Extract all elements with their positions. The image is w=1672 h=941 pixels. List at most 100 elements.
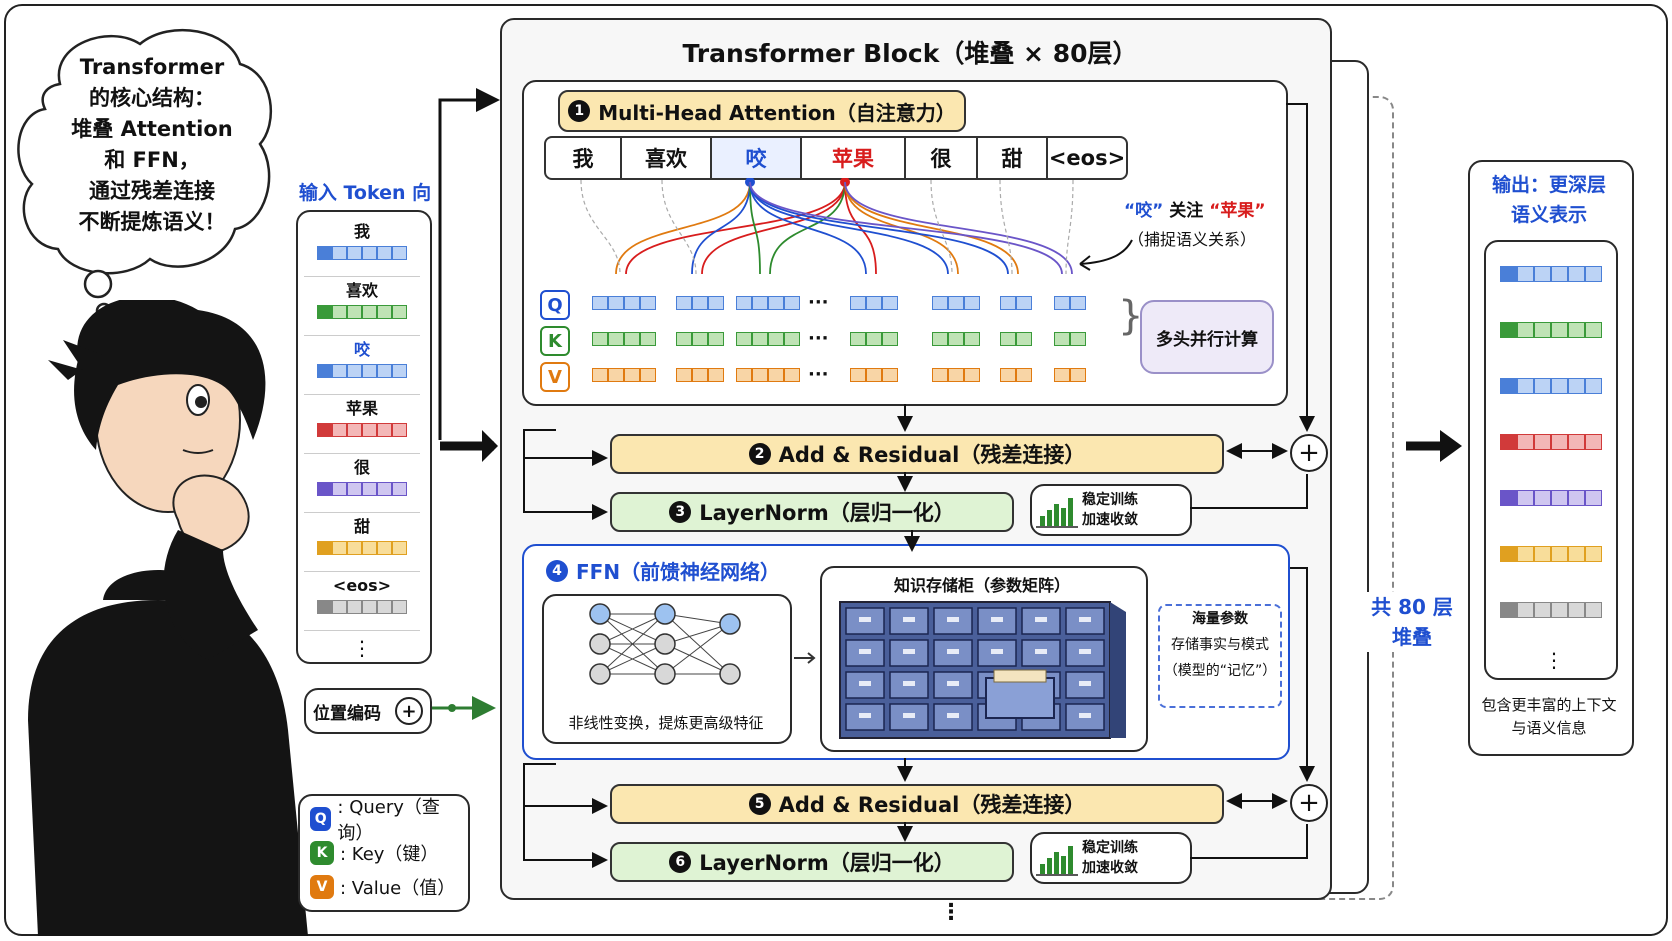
output-title: 输出：更深层 语义表示 xyxy=(1468,170,1630,230)
q-vector-1 xyxy=(676,296,724,310)
stack-line2: 堆叠 xyxy=(1392,625,1432,649)
v-vector-4 xyxy=(932,368,980,382)
mha-token-0: 我 xyxy=(546,138,622,178)
bubble-line-4: 通过残差连接 xyxy=(89,179,215,203)
nn-node xyxy=(654,603,676,625)
drawer-handle xyxy=(947,713,959,718)
input-token-4: 很 xyxy=(304,454,420,513)
qkv-legend: Q: Query（查询）K: Key（键）V: Value（值） xyxy=(298,794,470,912)
nn-node xyxy=(719,613,741,635)
annotation-attends: 关注 xyxy=(1169,201,1204,221)
outer-frame xyxy=(4,4,1668,936)
mha-step-number: 1 xyxy=(568,100,591,122)
attention-arc xyxy=(749,181,1009,275)
position-add-icon: + xyxy=(395,697,423,725)
legend-text: : Query（查询） xyxy=(337,797,440,844)
input-token-panel xyxy=(296,210,432,664)
attention-arc xyxy=(749,181,949,275)
input-token-vector xyxy=(317,246,407,260)
q-vector-0 xyxy=(592,296,656,310)
drawer-handle xyxy=(947,681,959,686)
nn-edge xyxy=(664,623,731,675)
output-vector-row-5 xyxy=(1496,546,1606,602)
output-caption-line1: 包含更丰富的上下文 xyxy=(1481,696,1617,714)
mha-token-4: 很 xyxy=(906,138,978,178)
drawer-handle xyxy=(1035,617,1047,622)
legend-text: : Value（值） xyxy=(340,878,456,899)
drawer-handle xyxy=(947,617,959,622)
v-vector-0 xyxy=(592,368,656,382)
attention-arc xyxy=(844,181,1019,275)
bar-chart-icon xyxy=(1036,846,1078,876)
output-vector xyxy=(1500,602,1602,618)
v-vector-3 xyxy=(850,368,898,382)
output-caption: 包含更丰富的上下文 与语义信息 xyxy=(1468,694,1630,740)
mha-token-6: <eos> xyxy=(1048,146,1126,170)
input-token-0: 我 xyxy=(304,218,420,277)
nn-edge xyxy=(664,613,731,625)
input-token-vector xyxy=(317,482,407,496)
k-vector-6 xyxy=(1054,332,1086,346)
mha-token-row: 我喜欢咬苹果很甜<eos> xyxy=(544,136,1128,180)
input-token-label: 苹果 xyxy=(345,399,378,418)
add2-step-number: 5 xyxy=(748,793,771,815)
drawer-handle xyxy=(903,681,915,686)
open-drawer xyxy=(985,677,1055,719)
add2-label: Add & Residual（残差连接） xyxy=(778,793,1086,817)
drawer-files xyxy=(993,669,1047,683)
attention-arc xyxy=(625,181,846,275)
cabinet-side xyxy=(1110,602,1126,738)
input-token-label: 咬 xyxy=(353,340,370,359)
q-vector-2 xyxy=(736,296,800,310)
parallel-brace: } xyxy=(1118,293,1144,339)
legend-key: K xyxy=(310,841,334,865)
input-token-2: 咬 xyxy=(304,336,420,395)
output-title-line1: 输出：更深层 xyxy=(1491,174,1606,196)
output-vector-row-0 xyxy=(1496,266,1606,322)
bubble-line-2: 堆叠 Attention xyxy=(71,117,233,141)
neural-network-diagram xyxy=(589,603,741,685)
input-token-vector xyxy=(317,600,407,614)
input-token-list: 我喜欢咬苹果很甜 <eos> xyxy=(296,218,428,631)
attention-annotation: “咬” 关注 “苹果” xyxy=(1124,196,1266,221)
output-vector xyxy=(1500,490,1602,506)
nn-edge xyxy=(664,623,731,645)
add-residual-2: 5 Add & Residual（残差连接） xyxy=(610,784,1224,824)
k-row-dots: ··· xyxy=(808,328,829,349)
output-title-line2: 语义表示 xyxy=(1510,204,1587,226)
nn-node xyxy=(719,663,741,685)
stable2-line1: 稳定训练 xyxy=(1082,840,1138,856)
cabinet-drawer xyxy=(1065,671,1105,699)
attention-arc xyxy=(749,181,761,275)
attention-arc xyxy=(701,181,846,275)
input-token-1: 喜欢 xyxy=(304,277,420,336)
mha-token-1: 喜欢 xyxy=(622,138,712,178)
legend-row-q: Q: Query（查询） xyxy=(310,797,458,844)
attention-arc-faint xyxy=(580,179,621,275)
output-vector xyxy=(1500,322,1602,338)
bar-chart-icon xyxy=(1036,498,1078,528)
nn-node xyxy=(654,633,676,655)
block-bottom-dots: ⋮ xyxy=(940,900,962,925)
cabinet-body xyxy=(839,601,1111,739)
attention-arc-faint xyxy=(1065,179,1074,275)
input-token-3: 苹果 xyxy=(304,395,420,454)
layernorm-1: 3 LayerNorm（层归一化） xyxy=(610,492,1014,532)
input-token-label: 甜 xyxy=(353,517,370,536)
bubble-line-5: 不断提炼语义！ xyxy=(78,210,226,234)
ffn-title: FFN（前馈神经网络） xyxy=(576,560,781,584)
ffn-step-number: 4 xyxy=(546,559,568,582)
output-vector-list xyxy=(1496,266,1606,658)
add1-step-number: 2 xyxy=(748,443,771,465)
drawer-handle xyxy=(859,681,871,686)
stable-training-box-1: 稳定训练 加速收敛 xyxy=(1030,484,1192,536)
v-badge: V xyxy=(540,362,570,392)
stable1-line2: 加速收敛 xyxy=(1082,512,1138,528)
v-vector-5 xyxy=(1000,368,1032,382)
input-token-6: <eos> xyxy=(304,572,420,631)
output-vector-row-3 xyxy=(1496,434,1606,490)
attention-arc-faint xyxy=(661,179,697,275)
stable1-line1: 稳定训练 xyxy=(1082,492,1138,508)
k-vector-3 xyxy=(850,332,898,346)
